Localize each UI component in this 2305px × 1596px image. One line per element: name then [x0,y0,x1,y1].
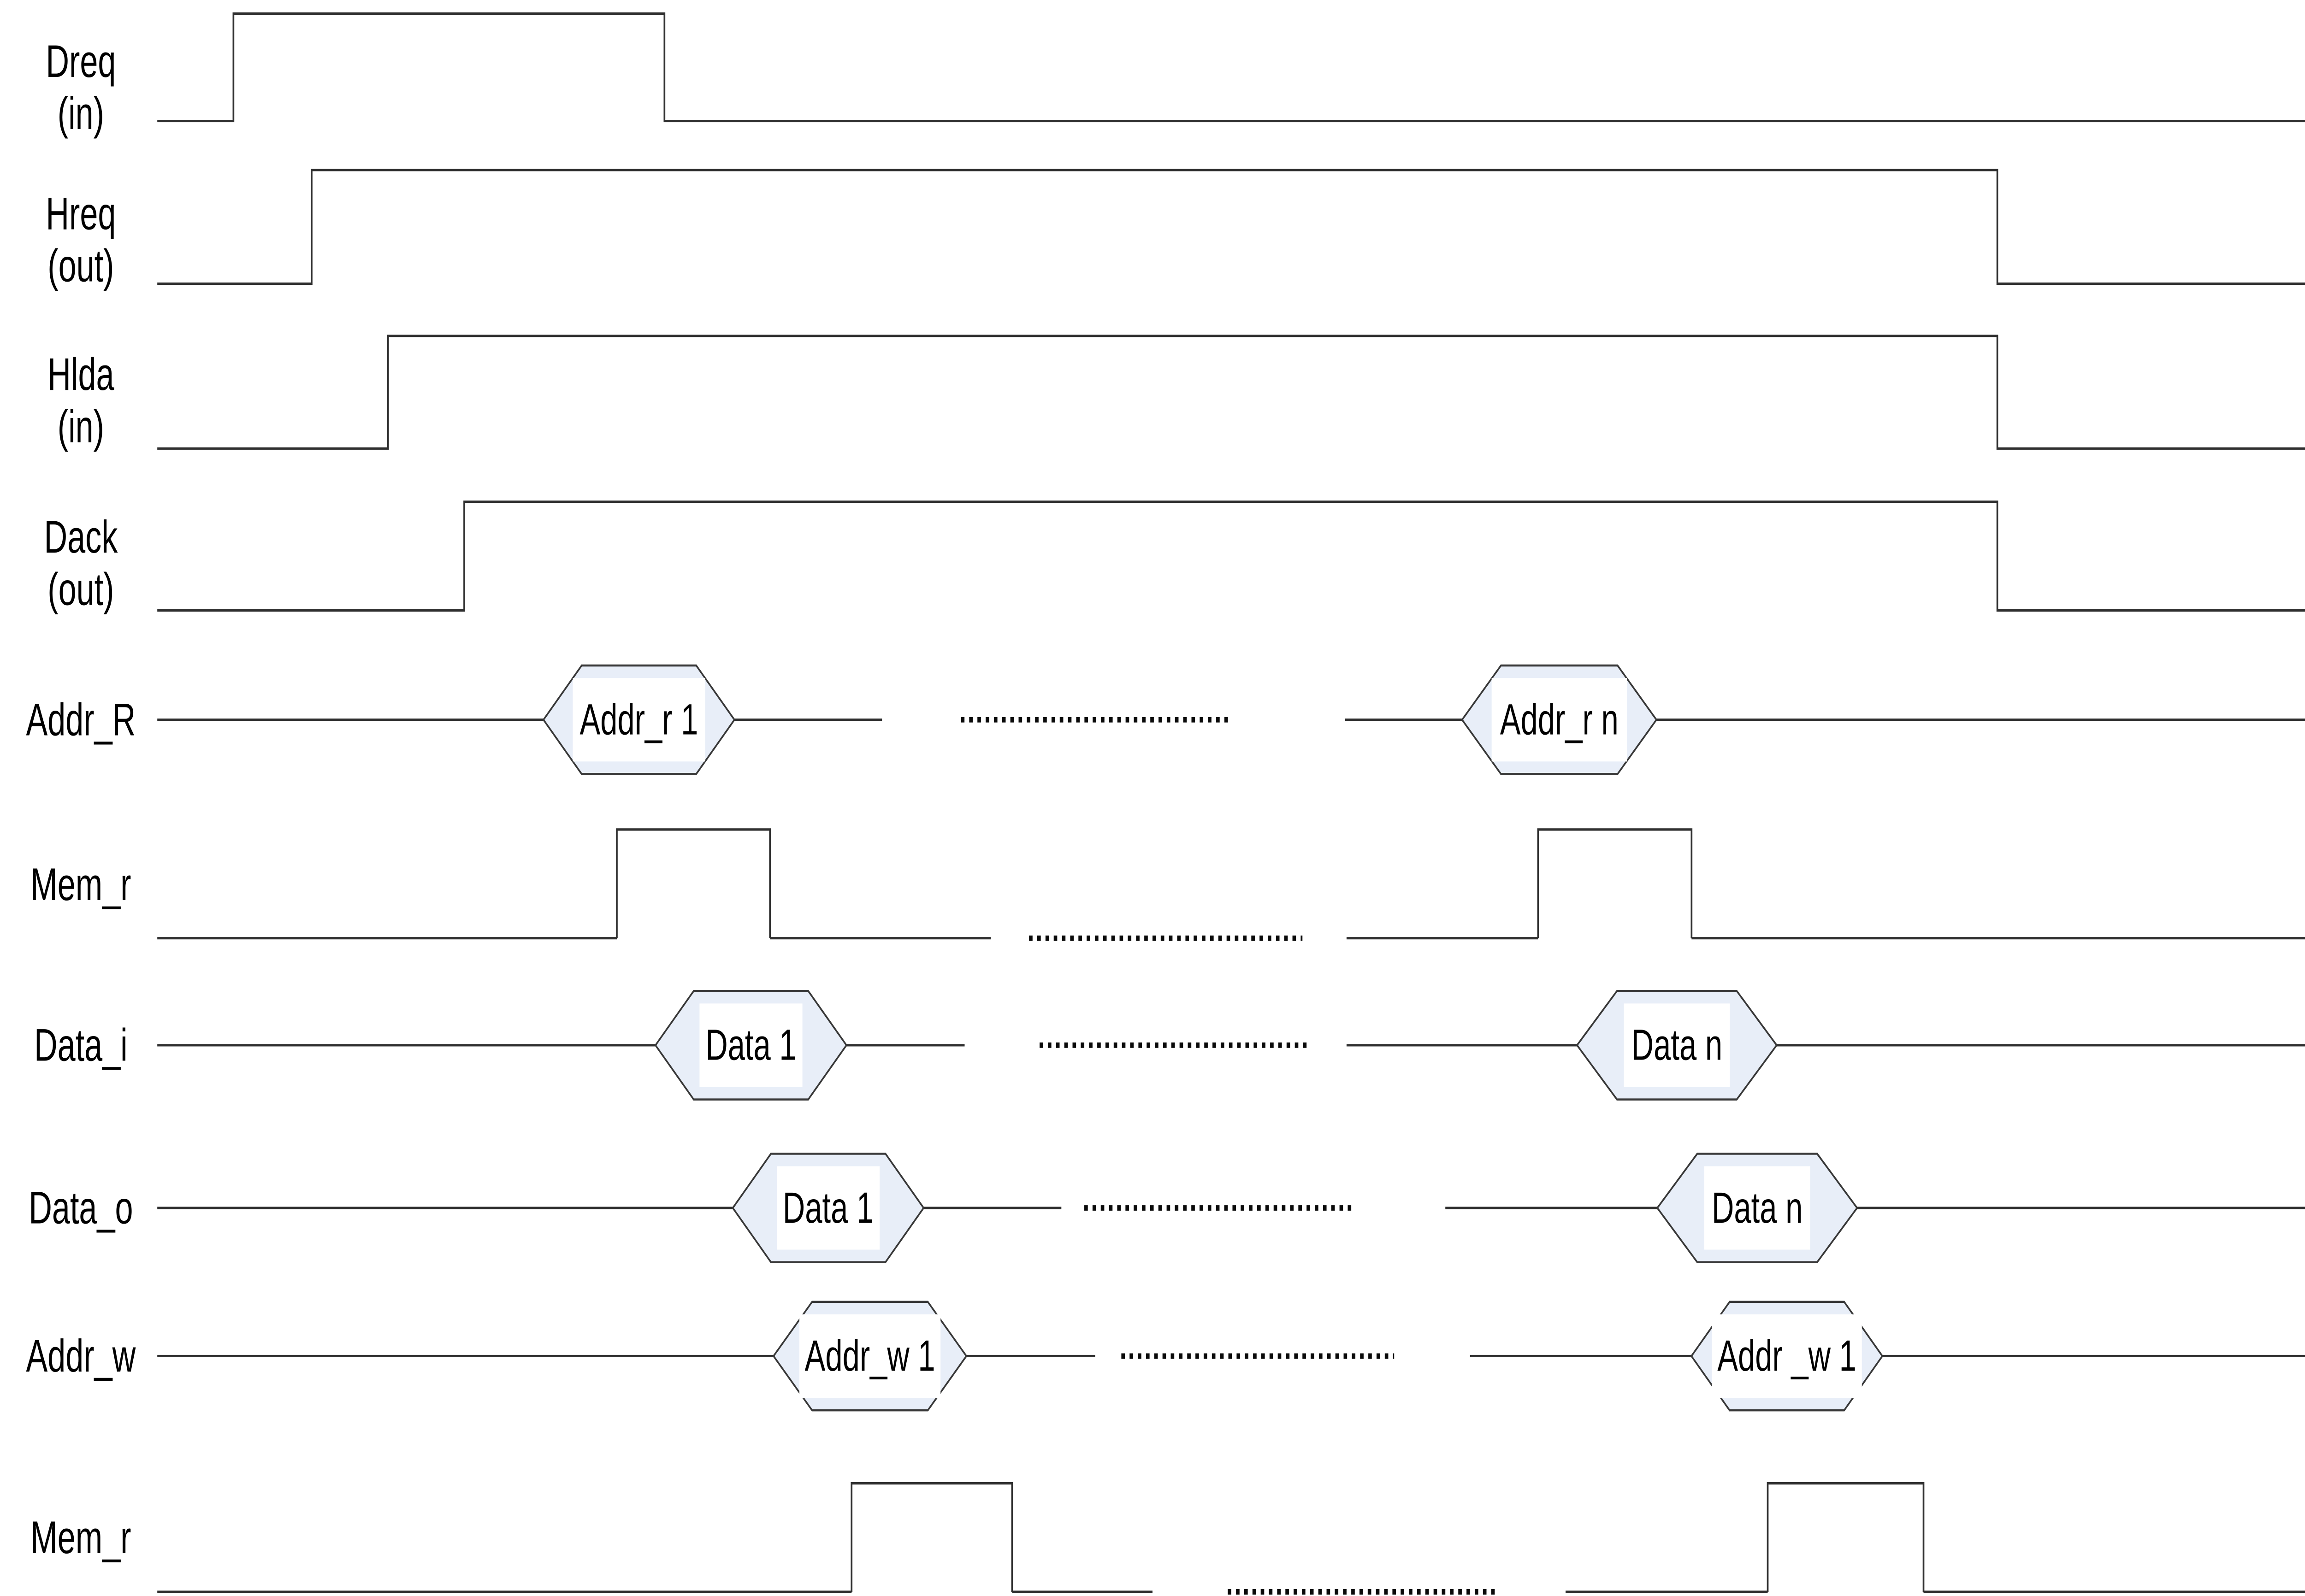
signal-row-mem_r_write: Mem_r [30,1482,2305,1595]
signal-row-addr_w: Addr_w Addr_w 1 Addr _w 1 [26,1301,2305,1412]
bus-value-label: Data n [1631,1021,1722,1069]
signal-label-addr_w: Addr_w [26,1331,136,1382]
bus-value-label: Addr_w 1 [805,1332,935,1380]
bus-value-label-bg [1704,1166,1810,1250]
signal-label-mem_r_write: Mem_r [30,1512,131,1563]
waveform-line-dreq [157,12,2305,123]
pulse-segment [1767,1482,1925,1592]
bus-value-label: Addr_r 1 [580,695,698,744]
signal-label-hreq: Hreq [46,188,116,240]
signal-label-data_i: Data_i [34,1019,128,1071]
signal-label-hreq-sub: (out) [47,241,114,292]
waveform-line-hreq [157,169,2305,285]
bus-value-label-bg [1624,1003,1730,1087]
pulse-segment [851,1482,1013,1592]
bus-value-label-bg [1491,678,1627,762]
bus-value-label: Addr _w 1 [1717,1332,1856,1380]
signal-row-dreq: Dreq(in) [46,12,2305,139]
waveform-line-dack [157,501,2305,612]
bus-value-label-bg [573,678,705,762]
signal-row-dack: Dack(out) [44,501,2305,615]
bus-value-label: Data 1 [705,1021,796,1069]
signal-label-mem_r_read: Mem_r [30,859,131,910]
signal-row-hlda: Hlda(in) [47,335,2305,452]
pulse-segment [616,828,771,938]
signal-label-data_o: Data_o [29,1183,133,1234]
bus-value-label-bg [1712,1314,1862,1398]
signal-row-data_i: Data_i Data 1 Data n [34,989,2305,1101]
signal-row-data_o: Data_o Data 1 Data n [29,1153,2305,1263]
signal-label-dreq: Dreq [46,36,116,87]
pulse-segment [1537,828,1693,938]
signal-row-mem_r_read: Mem_r [30,828,2305,941]
signal-label-hlda-sub: (in) [58,401,104,452]
signal-row-addr_r: Addr_R Addr_r 1 Addr_r n [26,664,2305,775]
signal-label-addr_r: Addr_R [26,694,136,745]
bus-value-label: Data 1 [783,1184,874,1232]
bus-value-label: Addr_r n [1500,695,1619,744]
bus-value-label: Data n [1712,1184,1803,1232]
signal-label-dack: Dack [44,512,118,563]
signal-label-hlda: Hlda [47,349,114,400]
signal-label-dack-sub: (out) [47,564,114,615]
bus-value-label-bg [699,1003,803,1087]
bus-value-label-bg [776,1166,880,1250]
signal-label-dreq-sub: (in) [58,88,104,139]
waveform-line-hlda [157,335,2305,450]
signal-row-hreq: Hreq(out) [46,169,2305,292]
bus-value-label-bg [799,1314,941,1398]
